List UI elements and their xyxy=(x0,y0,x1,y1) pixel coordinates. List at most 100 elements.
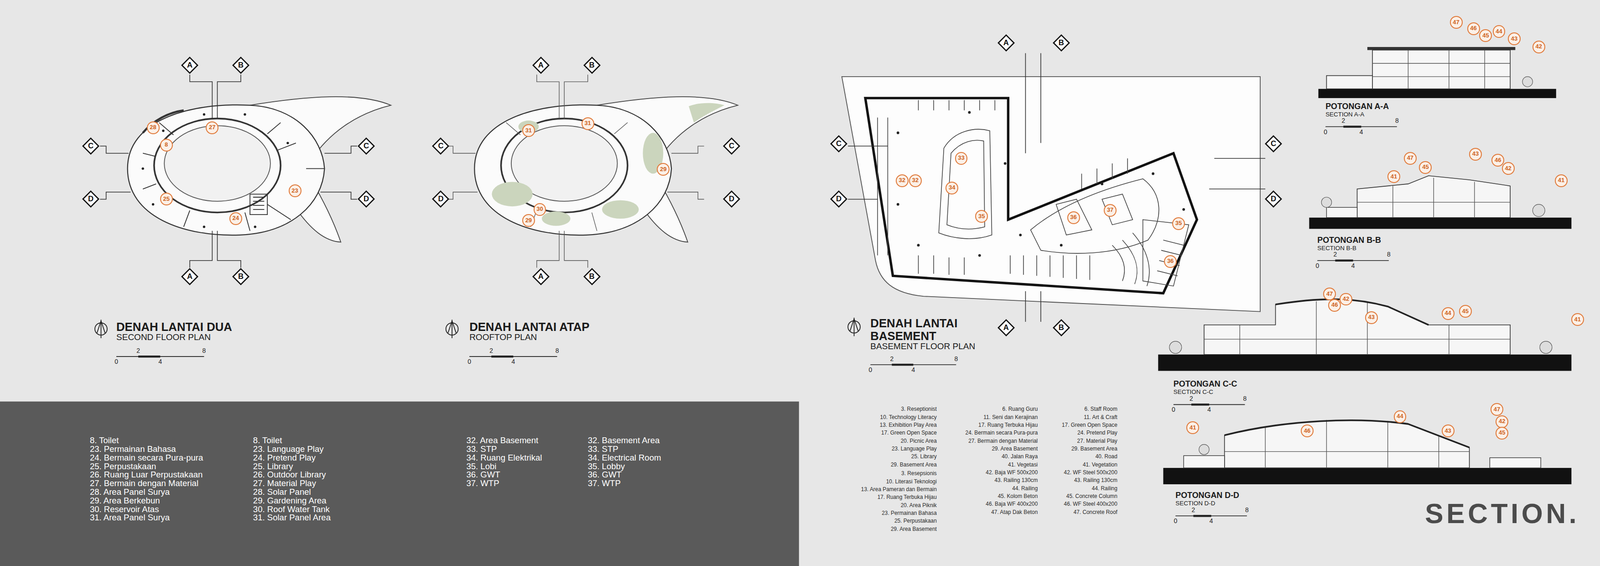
section-marker: D xyxy=(1264,190,1283,208)
callout-number: 42 xyxy=(1339,292,1353,306)
section-key: 42. WF Steel 500x200 xyxy=(1064,469,1118,476)
section-key: 43. Railing 130cm xyxy=(994,477,1038,484)
scale-segment xyxy=(1335,259,1353,262)
section-letter: D xyxy=(82,190,100,208)
plan-subtitle: SECOND FLOOR PLAN xyxy=(116,332,211,343)
scale-number: 4 xyxy=(911,366,915,374)
section-marker: A xyxy=(532,56,550,74)
scale-number: 2 xyxy=(136,347,141,354)
scale-number: 2 xyxy=(1341,117,1346,125)
scale-number: 0 xyxy=(1173,517,1178,525)
callout-number: 43 xyxy=(1507,32,1521,46)
section-marker: B xyxy=(1052,318,1071,337)
legend-item: 8. Toilet xyxy=(253,435,283,445)
section-marker: B xyxy=(1052,34,1071,52)
scale-number: 0 xyxy=(467,358,472,365)
section-marker: B xyxy=(232,56,250,74)
legend-item: 26. Ruang Luar Perpustakaan xyxy=(89,469,203,479)
callout-number: 45 xyxy=(1459,304,1472,318)
callout-number: 8 xyxy=(160,138,173,152)
legend-item: 30. Roof Water Tank xyxy=(253,504,330,514)
section-marker: A xyxy=(997,318,1015,337)
section-letter: B xyxy=(232,267,250,286)
section-letter: D xyxy=(431,190,450,208)
section-key: 45. Kolom Beton xyxy=(997,493,1039,499)
section-letter: C xyxy=(830,135,848,153)
section-marker: D xyxy=(722,190,741,208)
section-letter: B xyxy=(232,56,250,74)
callout-number: 32 xyxy=(909,174,922,188)
legend-item: 32. Basement Area xyxy=(587,435,660,445)
section-key: 20. Picnic Area xyxy=(900,437,937,444)
section-letter: A xyxy=(532,267,550,286)
section-subtitle: SECTION D-D xyxy=(1175,499,1216,507)
section-letter: A xyxy=(181,267,199,286)
callout-number: 47 xyxy=(1449,15,1463,29)
callout-number: 28 xyxy=(146,121,160,135)
callout-number: 45 xyxy=(1495,426,1509,440)
scale-number: 4 xyxy=(158,358,162,365)
section-key: 23. Permainan Bahasa xyxy=(881,509,937,516)
section-key: 41. Vegetasi xyxy=(1007,461,1038,468)
section-marker: A xyxy=(181,267,199,286)
scale-number: 2 xyxy=(889,355,894,363)
scale-number: 0 xyxy=(1171,405,1176,413)
section-key: 40. Jalan Raya xyxy=(1001,453,1038,460)
legend-item: 31. Area Panel Surya xyxy=(89,512,170,522)
callout-number: 32 xyxy=(895,174,909,188)
section-key: 44. Railing xyxy=(1091,485,1118,492)
section-key: 29. Basement Area xyxy=(890,461,937,468)
callout-number: 31 xyxy=(522,124,536,137)
callout-number: 41 xyxy=(1186,420,1200,434)
scale-segment xyxy=(1193,514,1211,517)
scale-number: 0 xyxy=(114,358,119,365)
section-marker: A xyxy=(532,267,550,286)
plan-title: DENAH LANTAI DUA xyxy=(116,320,233,333)
callout-number: 25 xyxy=(160,192,173,206)
callout-number: 42 xyxy=(1532,40,1546,54)
callout-number: 46 xyxy=(1467,22,1481,36)
callout-number: 31 xyxy=(581,117,595,130)
section-letter: D xyxy=(357,190,375,208)
section-title: POTONGAN C-C xyxy=(1173,379,1238,389)
legend-item: 35. Lobby xyxy=(587,461,625,471)
section-letter: A xyxy=(997,34,1015,52)
callout-number: 27 xyxy=(205,121,219,135)
section-key: 3. Resepsionis xyxy=(901,470,937,477)
scale-number: 8 xyxy=(1245,506,1249,514)
legend-item: 28. Area Panel Surya xyxy=(89,487,170,497)
section-key: 27. Bermain dengan Material xyxy=(968,437,1038,444)
section-marker: D xyxy=(830,190,848,208)
callout-number: 37 xyxy=(1103,203,1117,217)
section-letter: D xyxy=(1264,190,1283,208)
section-key: 25. Library xyxy=(911,453,937,460)
section-title: POTONGAN B-B xyxy=(1317,235,1382,245)
legend-item: 34. Electrical Room xyxy=(587,452,662,463)
legend-item: 37. WTP xyxy=(587,478,621,488)
section-key: 24. Bermain secara Pura-pura xyxy=(965,429,1039,436)
scale-number: 4 xyxy=(1351,262,1356,270)
legend-item: 36. GWT xyxy=(587,469,622,479)
section-key: 11. Art & Craft xyxy=(1083,414,1118,421)
section-letter: B xyxy=(583,267,601,286)
callout-number: 47 xyxy=(1490,402,1504,416)
section-letter: C xyxy=(357,137,375,155)
section-key: 13. Exhibition Play Area xyxy=(879,421,937,428)
plan-subtitle: ROOFTOP PLAN xyxy=(469,332,537,343)
legend-item: 27. Bermain dengan Material xyxy=(89,478,199,488)
section-key: 44. Railing xyxy=(1012,485,1038,492)
section-marker: C xyxy=(722,137,741,155)
callout-number: 34 xyxy=(945,181,959,195)
scale-segment xyxy=(1343,125,1362,128)
legend-item: 24. Bermain secara Pura-pura xyxy=(89,452,203,463)
section-marker: C xyxy=(431,137,450,155)
scale-number: 4 xyxy=(1209,517,1214,525)
section-marker: D xyxy=(82,190,100,208)
section-key: 41. Vegetation xyxy=(1082,461,1118,468)
legend-item: 35. Lobi xyxy=(466,461,497,471)
plan-title: DENAH LANTAI ATAP xyxy=(469,320,590,333)
section-letter: A xyxy=(181,56,199,74)
section-key: 13. Area Pameran dan Bermain xyxy=(861,486,937,493)
scale-number: 8 xyxy=(555,347,560,354)
section-letter: A xyxy=(532,56,550,74)
